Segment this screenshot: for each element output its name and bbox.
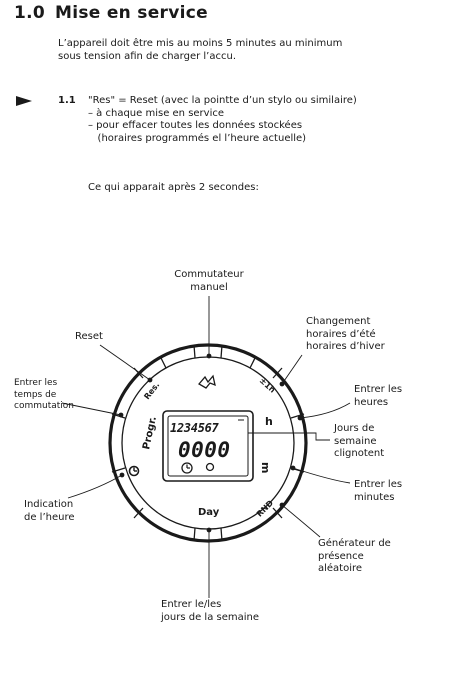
step-line: (horaires programmés el l’heure actuelle… xyxy=(88,132,307,144)
lcd-outer xyxy=(162,410,254,482)
callout-line: aléatoire xyxy=(318,563,363,574)
section-title: Mise en service xyxy=(55,3,208,23)
callout-line: commutation xyxy=(14,401,74,411)
intro-line: sous tension afin de charger l’accu. xyxy=(58,50,236,62)
callout-indication: Indication de l’heure xyxy=(24,499,75,524)
lcd-circle-icon xyxy=(205,462,215,472)
callout-changement: Changement horaires d’été horaires d’hiv… xyxy=(306,316,385,354)
callout-line: Commutateur xyxy=(174,269,244,280)
callout-line: horaires d’été xyxy=(306,328,376,340)
btn-summer-label: ±1h xyxy=(258,376,278,395)
callout-dots xyxy=(118,353,303,533)
lcd-clock-icon xyxy=(181,462,193,474)
callout-reset: Reset xyxy=(75,331,103,342)
callout-line: manuel xyxy=(190,281,228,293)
dial-outer-ring xyxy=(108,343,308,543)
callout-line: Générateur de xyxy=(318,538,391,549)
step-number: 1.1 xyxy=(58,95,76,106)
step-line: – pour effacer toutes les données stocké… xyxy=(88,120,303,131)
callout-line: Entrer les xyxy=(354,479,403,490)
btn-prog-label: Progr. xyxy=(141,416,159,451)
appears-text: Ce qui apparait après 2 secondes: xyxy=(88,182,259,193)
step-line: "Res" = Reset (avec la pointte d’un styl… xyxy=(88,95,357,106)
callout-entrer-heures: Entrer les heures xyxy=(354,384,402,409)
callout-line: Jours de xyxy=(334,423,375,434)
btn-day-label: Day xyxy=(198,507,220,518)
callout-jours-semaine: Jours de semaine clignotent xyxy=(334,423,384,461)
callout-line: Entrer les xyxy=(14,378,58,388)
segment-dividers xyxy=(111,344,305,542)
step-text: "Res" = Reset (avec la pointte d’un styl… xyxy=(88,95,428,145)
step-arrow-icon xyxy=(16,96,32,106)
callout-entrer-minutes: Entrer les minutes xyxy=(354,479,402,504)
section-number: 1.0 xyxy=(14,3,46,23)
intro-line: L’appareil doit être mis au moins 5 minu… xyxy=(58,38,343,49)
callout-line: Entrer les xyxy=(354,384,403,395)
btn-h-label: h xyxy=(265,415,273,428)
step-line: – à chaque mise en service xyxy=(88,107,225,119)
callout-line: temps de xyxy=(14,389,57,400)
callout-entrer-jours: Entrer le/les jours de la semaine xyxy=(161,599,259,624)
callout-line: présence xyxy=(318,550,364,562)
callout-line: jours de la semaine xyxy=(161,611,259,623)
btn-m-label: m xyxy=(259,462,272,473)
dial-clock-icon xyxy=(128,465,140,477)
callout-line: clignotent xyxy=(334,448,385,459)
lcd-time: 0000 xyxy=(178,438,231,462)
callout-line: heures xyxy=(354,396,389,408)
callout-line: Entrer le/les xyxy=(161,599,222,610)
intro-paragraph: L’appareil doit être mis au moins 5 minu… xyxy=(58,38,418,63)
callout-line: minutes xyxy=(354,491,395,503)
callout-line: de l’heure xyxy=(24,511,75,523)
callout-generateur: Générateur de présence aléatoire xyxy=(318,538,391,576)
callout-commutateur: Commutateur manuel xyxy=(160,269,258,294)
callout-leaders xyxy=(61,296,351,598)
lcd-inner xyxy=(167,415,249,477)
lcd-days: 1234567 xyxy=(170,421,220,435)
callout-line: semaine xyxy=(334,435,377,447)
callout-line: horaires d’hiver xyxy=(306,341,385,352)
callout-line: Changement xyxy=(306,316,371,327)
callout-entrer-temps: Entrer les temps de commutation xyxy=(14,378,74,413)
section-heading: 1.0 Mise en service xyxy=(14,3,208,23)
callout-line: Indication xyxy=(24,499,74,510)
manual-switch-icon xyxy=(197,374,216,389)
